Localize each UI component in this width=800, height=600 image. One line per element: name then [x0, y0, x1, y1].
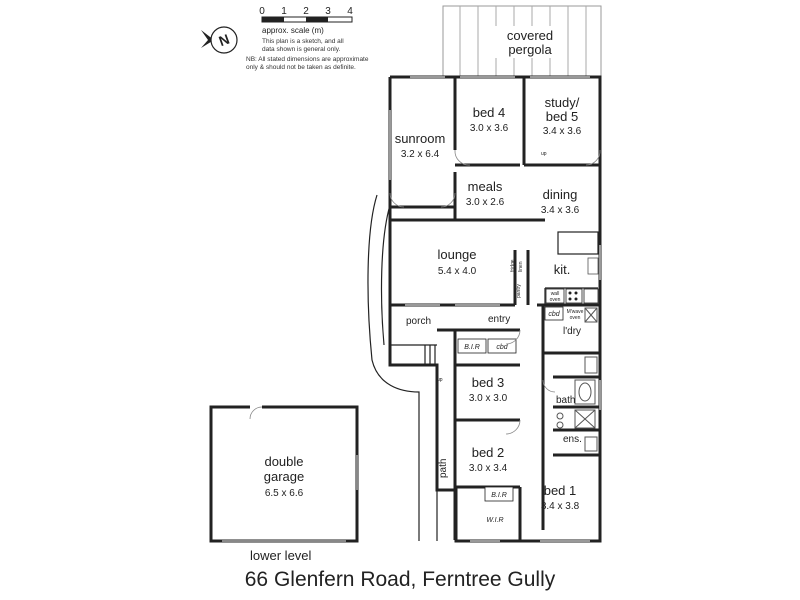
scale-tick-1: 1	[281, 6, 287, 17]
door-swings	[249, 149, 601, 435]
scale-tick-0: 0	[259, 6, 265, 17]
bed1-dimensions: 3.4 x 3.8	[541, 501, 580, 512]
pergola-label-line-2: pergola	[508, 42, 552, 57]
bir-label-bed3: B.I.R	[464, 344, 480, 351]
scale-note-line-1: This plan is a sketch, and all	[262, 38, 344, 45]
level-label: lower level	[250, 548, 312, 563]
bed3-label: bed 3	[472, 375, 505, 390]
bed2-dimensions: 3.0 x 3.4	[469, 463, 508, 474]
bed3-dimensions: 3.0 x 3.0	[469, 393, 508, 404]
windows	[389, 76, 601, 542]
dining-label: dining	[543, 187, 578, 202]
path	[367, 194, 438, 541]
meals-dimensions: 3.0 x 2.6	[466, 197, 505, 208]
scale-tick-2: 2	[303, 6, 309, 17]
kitchen-appliances: wall oven M'wave oven	[545, 257, 599, 321]
lounge-label: lounge	[437, 247, 476, 262]
wall-oven-label-1: wall	[551, 291, 560, 297]
up-label-dining: up	[541, 151, 547, 157]
scale-tick-3: 3	[325, 6, 331, 17]
double-garage	[209, 405, 359, 543]
wall-oven-label-2: oven	[550, 297, 561, 303]
cbd-label-laundry: cbd	[548, 311, 560, 318]
disclaimer-line-1: NB: All stated dimensions are approximat…	[246, 56, 369, 63]
path-label: path	[438, 459, 449, 478]
porch-label: porch	[406, 316, 431, 327]
fridge-label: fridge	[510, 259, 516, 272]
laundry-label: l'dry	[563, 326, 581, 337]
bir-label-bed2: B.I.R	[491, 492, 507, 499]
lounge-dimensions: 5.4 x 4.0	[438, 266, 477, 277]
bed2-label: bed 2	[472, 445, 505, 460]
bathroom-fittings	[556, 307, 598, 452]
disclaimer-line-2: only & should not be taken as definite.	[246, 64, 356, 71]
north-compass-icon: N	[201, 26, 238, 54]
linen-label: linen	[518, 261, 524, 272]
garage-dimensions: 6.5 x 6.6	[265, 488, 304, 499]
covered-pergola: covered pergola	[442, 5, 602, 78]
scale-note-line-2: data shown is general only.	[262, 46, 340, 53]
dining-dimensions: 3.4 x 3.6	[541, 205, 580, 216]
scale-tick-4: 4	[347, 6, 353, 17]
study-dimensions: 3.4 x 3.6	[543, 126, 582, 137]
property-address: 66 Glenfern Road, Ferntree Gully	[244, 568, 556, 591]
porch	[389, 305, 437, 366]
meals-label: meals	[468, 179, 503, 194]
microwave-label-2: oven	[570, 315, 581, 321]
ensuite-label: ens.	[563, 434, 582, 445]
bed4-dimensions: 3.0 x 3.6	[470, 123, 509, 134]
pantry-label: pantry	[516, 284, 522, 298]
sunroom-dimensions: 3.2 x 6.4	[401, 149, 440, 160]
bath-label: bath	[556, 395, 575, 406]
room-labels: bed 4 3.0 x 3.6 study/ bed 5 3.4 x 3.6 s…	[264, 95, 582, 512]
bed1-label: bed 1	[544, 483, 577, 498]
garage-label-line-1: double	[264, 454, 303, 469]
fixture-labels: B.I.R cbd cbd B.I.R W.I.R pantry fridge …	[437, 151, 564, 524]
entry-label: entry	[488, 314, 510, 325]
study-label-line-2: bed 5	[546, 109, 579, 124]
study-label-line-1: study/	[545, 95, 580, 110]
scale-label: approx. scale (m)	[262, 26, 324, 35]
pergola-label-line-1: covered	[507, 28, 553, 43]
scale-bar: 0 1 2 3 4 approx. scale (m) This plan is…	[246, 6, 369, 71]
garage-label-line-2: garage	[264, 469, 304, 484]
kitchen-label: kit.	[554, 262, 571, 277]
wir-label: W.I.R	[486, 517, 503, 524]
bed4-label: bed 4	[473, 105, 506, 120]
up-label-porch: up	[437, 377, 443, 383]
microwave-label-1: M'wave	[567, 309, 584, 315]
cbd-label-hall: cbd	[496, 344, 508, 351]
sunroom-label: sunroom	[395, 131, 446, 146]
